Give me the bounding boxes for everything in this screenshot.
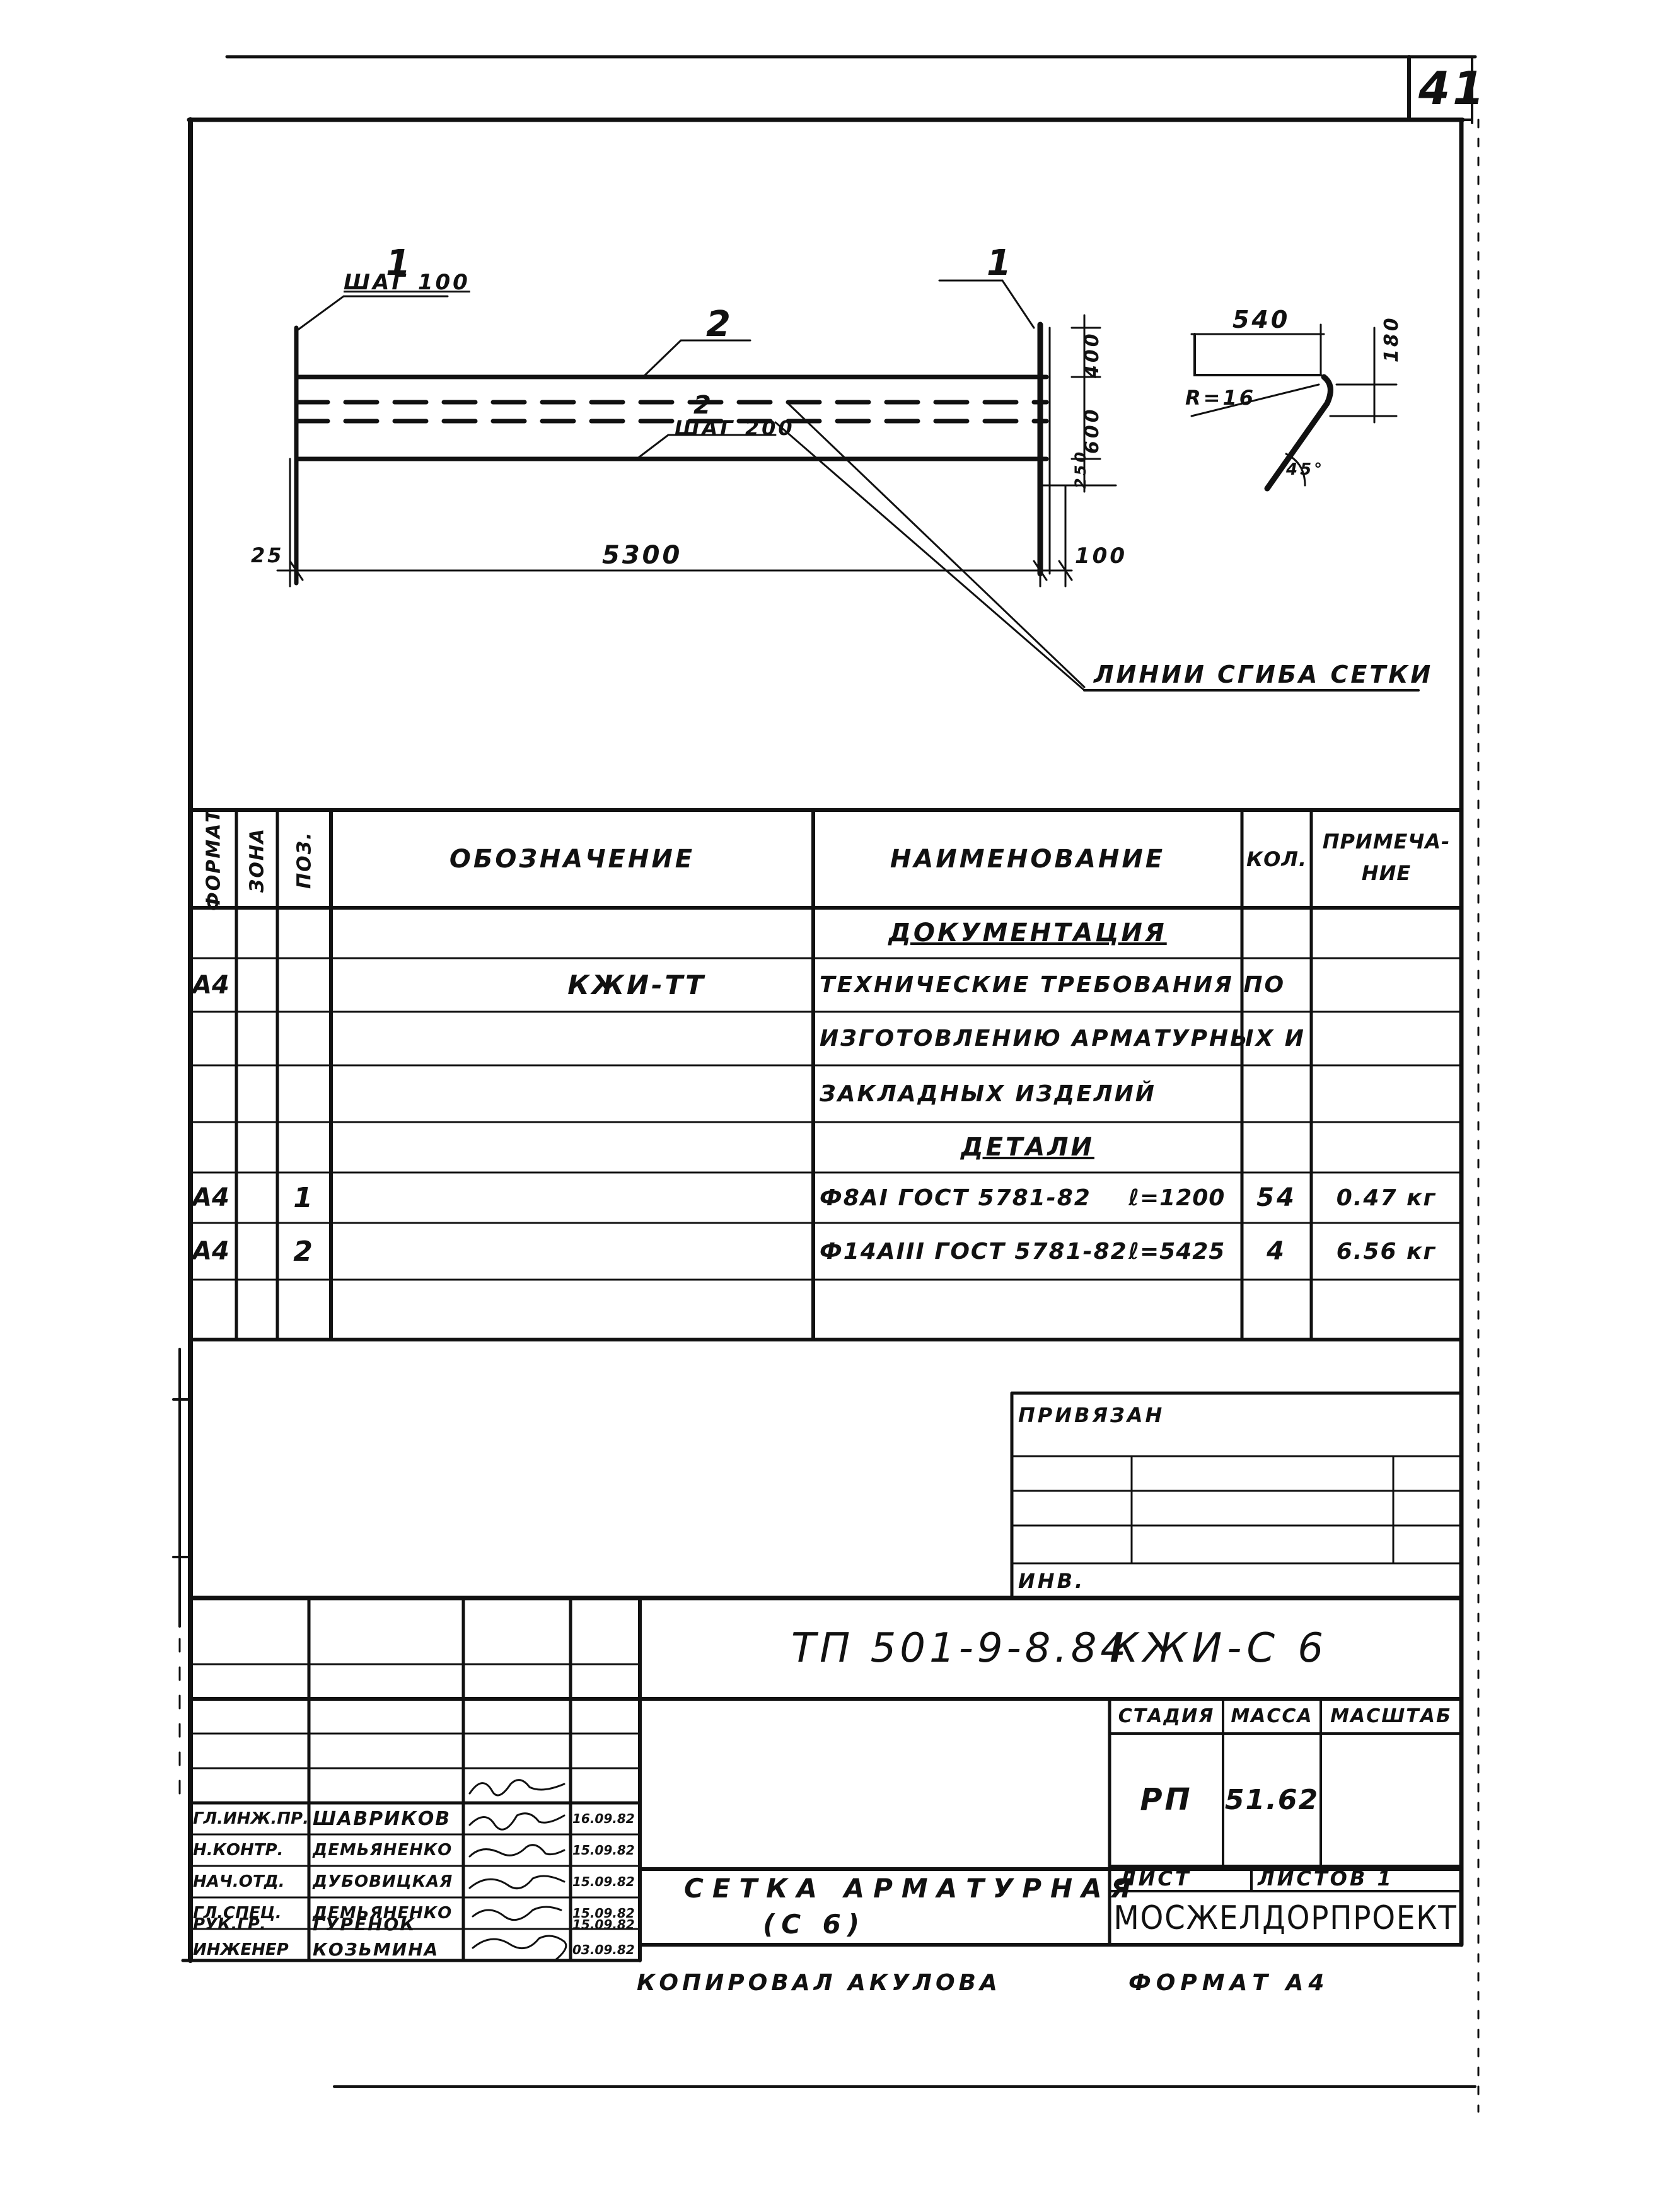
copied-by: КОПИРОВАЛ АКУЛОВА (637, 1970, 1001, 1996)
signatures (468, 1779, 567, 1962)
header-name: НАИМЕНОВАНИЕ (890, 844, 1166, 874)
part-row-position: 1 (293, 1181, 315, 1214)
page-number: 41 (1418, 62, 1487, 115)
doc-row-name-line-1: ТЕХНИЧЕСКИЕ ТРЕБОВАНИЯ ПО (820, 972, 1286, 998)
detail-angle: 45° (1286, 460, 1325, 479)
dimension-25: 25 (251, 543, 284, 567)
sheet-format: ФОРМАТ А4 (1128, 1970, 1330, 1996)
header-note-line-1: ПРИМЕЧА- (1322, 830, 1451, 854)
part-row-quantity: 4 (1267, 1237, 1287, 1266)
detail-dimension-180: 180 (1381, 315, 1403, 362)
document-code: ТП 501-9-8.84 (791, 1625, 1130, 1672)
part-row-note: 0.47 кг (1336, 1184, 1437, 1211)
header-quantity: КОЛ. (1246, 847, 1308, 871)
part-row-name: Ф8АI ГОСТ 5781-82 (820, 1184, 1091, 1211)
label-position-1-left: 1 (386, 243, 413, 284)
document-mark: КЖИ-С 6 (1110, 1625, 1329, 1672)
part-row-position: 2 (293, 1235, 315, 1268)
signatory-date: 16.09.82 (572, 1811, 635, 1826)
part-row-length: ℓ=5425 (1128, 1238, 1226, 1265)
part-row-name: Ф14АIII ГОСТ 5781-82 (820, 1238, 1128, 1265)
header-designation: ОБОЗНАЧЕНИЕ (449, 844, 695, 874)
signatory-date: 15.09.82 (572, 1874, 635, 1889)
part-row-note: 6.56 кг (1336, 1238, 1437, 1265)
part-row-length: ℓ=1200 (1128, 1184, 1226, 1211)
dimension-250: 250 (1072, 449, 1089, 489)
sheet-label: ЛИСТ (1119, 1867, 1192, 1891)
header-position: ПОЗ. (293, 831, 316, 889)
signatory-role: РУК.ГР. (193, 1914, 266, 1934)
signatory-name: ДЕМЬЯНЕНКО (313, 1841, 453, 1860)
scale-header: МАСШТАБ (1330, 1705, 1452, 1727)
detail-dimension-540: 540 (1232, 306, 1290, 333)
signatory-name: КОЗЬМИНА (313, 1939, 439, 1960)
doc-row-name-line-2: ИЗГОТОВЛЕНИЮ АРМАТУРНЫХ И (820, 1026, 1306, 1051)
section-parts: ДЕТАЛИ (961, 1133, 1094, 1162)
organization-name: МОСЖЕЛДОРПРОЕКТ (1113, 1899, 1458, 1937)
mass-header: МАССА (1231, 1705, 1313, 1727)
sheet-title-line-2: (С 6) (763, 1909, 866, 1940)
dimension-400: 400 (1081, 331, 1103, 378)
dimension-5300: 5300 (602, 541, 683, 570)
signatory-date: 15.09.82 (572, 1906, 635, 1921)
part-row-format: А4 (192, 1237, 229, 1266)
header-format: ФОРМАТ (202, 808, 225, 912)
label-position-2-top: 2 (706, 304, 733, 345)
signatory-role: НАЧ.ОТД. (193, 1872, 285, 1891)
sheet-title-line-1: СЕТКА АРМАТУРНАЯ (684, 1872, 1140, 1904)
header-note-line-2: НИЕ (1361, 861, 1412, 885)
binding-box-inventory: ИНВ. (1018, 1568, 1086, 1593)
signatory-name: ДУБОВИЦКАЯ (313, 1872, 453, 1891)
header-zone: ЗОНА (246, 827, 269, 893)
part-row-quantity: 54 (1256, 1183, 1297, 1212)
binding-box-title: ПРИВЯЗАН (1018, 1403, 1165, 1427)
mass-value: 51.62 (1224, 1783, 1320, 1816)
doc-row-designation: КЖИ-ТТ (567, 970, 706, 1000)
dimension-600: 600 (1081, 407, 1103, 454)
signatory-name: ШАВРИКОВ (313, 1807, 451, 1830)
bend-lines-label: ЛИНИИ СГИБА СЕТКИ (1094, 661, 1434, 688)
signatory-date: 15.09.82 (572, 1843, 635, 1858)
signatory-name: ГУРЕНОК (313, 1914, 416, 1935)
label-position-1-right: 1 (987, 243, 1014, 284)
detail-radius: R=16 (1185, 386, 1256, 410)
section-documentation: ДОКУМЕНТАЦИЯ (888, 918, 1167, 947)
signatory-date: 15.09.82 (572, 1916, 635, 1932)
signatory-role: ГЛ.СПЕЦ. (193, 1904, 282, 1923)
signatory-role: ГЛ.ИНЖ.ПР. (193, 1809, 309, 1828)
label-step-100: ШАГ 100 (344, 270, 470, 295)
stage-header: СТАДИЯ (1118, 1705, 1215, 1727)
signatory-role: ИНЖЕНЕР (193, 1940, 289, 1959)
doc-row-name-line-3: ЗАКЛАДНЫХ ИЗДЕЛИЙ (820, 1080, 1156, 1107)
signatory-name: ДЕМЬЯНЕНКО (313, 1904, 453, 1923)
signatory-role: Н.КОНТР. (193, 1841, 284, 1860)
signatory-date: 03.09.82 (572, 1942, 635, 1957)
part-row-format: А4 (192, 1183, 229, 1212)
label-position-2-mid: 2 (693, 391, 714, 420)
label-step-200: ШАГ 200 (675, 416, 795, 440)
stage-value: РП (1140, 1782, 1193, 1817)
dimension-100: 100 (1075, 543, 1127, 569)
sheets-label: ЛИСТОВ 1 (1258, 1867, 1394, 1891)
doc-row-format: А4 (192, 970, 229, 1000)
